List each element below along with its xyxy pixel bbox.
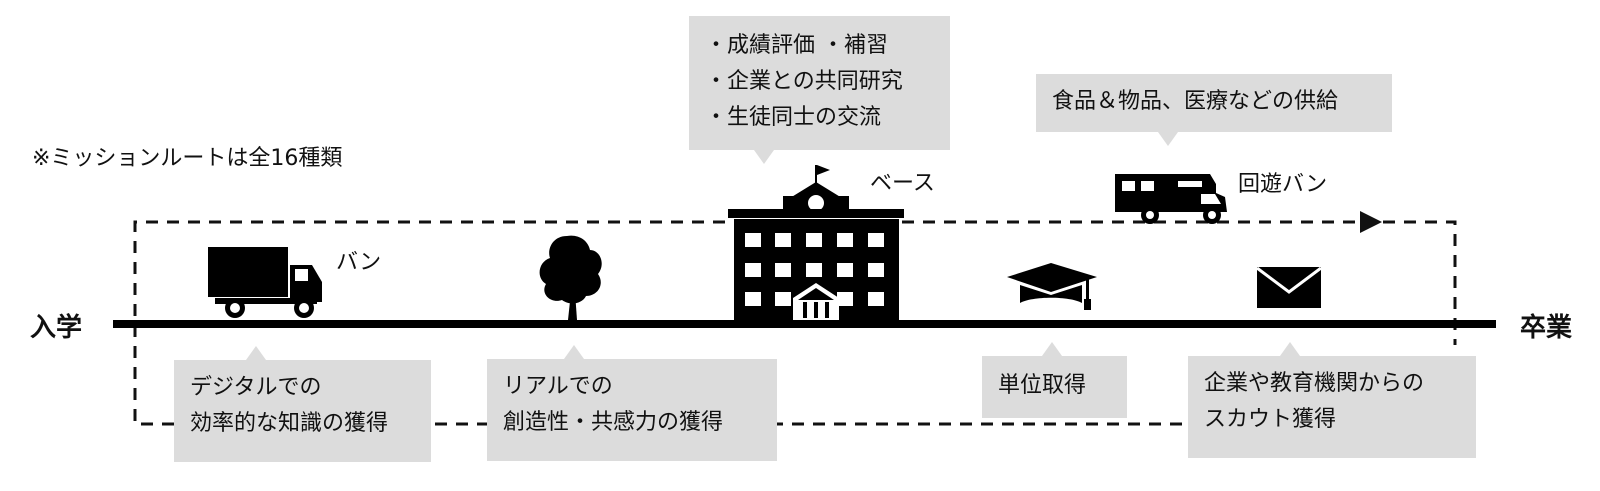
- tree-icon: [539, 235, 602, 320]
- callout-pointer: [246, 346, 266, 360]
- callout-line: ・成績評価 ・補習: [705, 33, 888, 58]
- callout-real: リアルでの 創造性・共感力の獲得: [487, 359, 777, 461]
- callout-pointer: [1158, 132, 1178, 146]
- van-label: バン: [336, 250, 382, 275]
- camper-van-icon: [1115, 174, 1227, 224]
- callout-scout: 企業や教育機関からの スカウト獲得: [1188, 356, 1476, 458]
- roaming-van-label: 回遊バン: [1238, 172, 1328, 197]
- timeline-end-label: 卒業: [1520, 313, 1573, 343]
- callout-pointer: [1042, 342, 1062, 356]
- mortarboard-icon: [1007, 263, 1097, 310]
- callout-line: スカウト獲得: [1204, 407, 1337, 432]
- callout-line: 効率的な知識の獲得: [190, 411, 389, 436]
- callout-pointer: [1280, 342, 1300, 356]
- callout-base-activities: ・成績評価 ・補習 ・企業との共同研究 ・生徒同士の交流: [689, 16, 950, 150]
- callout-pointer: [564, 345, 584, 359]
- timeline-line: [113, 320, 1496, 328]
- callout-line: ・生徒同士の交流: [705, 105, 882, 130]
- route-arrowhead: [1360, 211, 1382, 233]
- callout-line: 単位取得: [998, 373, 1087, 398]
- timeline-start-label: 入学: [30, 313, 83, 343]
- callout-pointer: [754, 150, 774, 164]
- callout-digital: デジタルでの 効率的な知識の獲得: [174, 360, 431, 462]
- callout-line: リアルでの: [503, 374, 613, 399]
- envelope-icon: [1256, 266, 1322, 308]
- truck-icon: [208, 247, 322, 318]
- base-label: ベース: [870, 171, 935, 196]
- callout-line: デジタルでの: [190, 375, 322, 400]
- route-loop-dashed: [133, 220, 1457, 426]
- callout-line: 創造性・共感力の獲得: [503, 410, 724, 435]
- school-building-icon: [728, 165, 904, 320]
- callout-line: 企業や教育機関からの: [1204, 371, 1425, 396]
- route-count-note: ※ミッションルートは全16種類: [32, 146, 343, 171]
- callout-credits: 単位取得: [982, 356, 1127, 418]
- callout-line: 食品＆物品、医療などの供給: [1052, 89, 1339, 114]
- callout-supply: 食品＆物品、医療などの供給: [1036, 74, 1392, 132]
- callout-line: ・企業との共同研究: [705, 69, 903, 94]
